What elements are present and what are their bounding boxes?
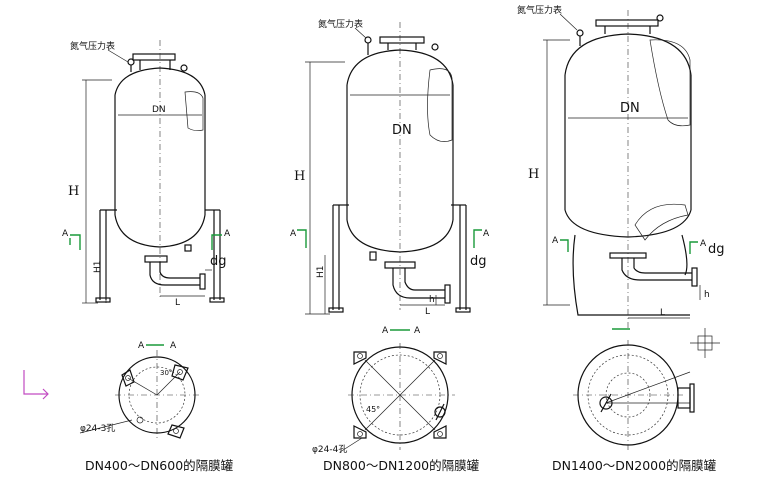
tank-2-h-small-label: h [429, 295, 435, 305]
tank-1-section-title-a2: A [170, 341, 177, 351]
tank-3-gauge-label: 氮气压力表 [517, 4, 562, 16]
tank-3-h-small-label: h [704, 290, 710, 300]
axis-marker-icon [23, 370, 49, 400]
tank-3-section-a-right: A [700, 239, 707, 249]
tank-2-l-label: L [425, 307, 430, 317]
tank-1-section-a-right: A [224, 229, 231, 239]
tank-1-plan-view [115, 344, 200, 439]
tank-1-h1-label: H1 [93, 261, 103, 274]
tank-1-dg-label: dg [210, 254, 227, 269]
tank-2-elevation [297, 22, 482, 315]
tank-2-dn-label: DN [392, 123, 412, 138]
tank-2-plan-view [348, 329, 455, 450]
tank-3-caption: DN1400～DN2000的隔膜罐 [552, 458, 717, 473]
tank-2-caption: DN800～DN1200的隔膜罐 [323, 458, 480, 473]
tank-3-h-label: H [528, 167, 539, 182]
tank-1-caption: DN400～DN600的隔膜罐 [85, 458, 234, 473]
tank-2-section-a-left: A [290, 229, 297, 239]
tank-2-dg-label: dg [470, 254, 487, 269]
tank-3-dn-label: DN [620, 101, 640, 116]
tank-2-section-title-a2: A [414, 326, 421, 336]
tank-2-h1-label: H1 [316, 266, 326, 279]
tank-2-h-label: H [294, 169, 305, 184]
tank-1-l-label: L [175, 298, 180, 308]
tank-1-gauge-label: 氮气压力表 [70, 40, 115, 52]
tank-3-section-a-left: A [552, 236, 559, 246]
tank-2-section-a-right: A [483, 229, 490, 239]
tank-1-elevation [69, 40, 225, 304]
tank-1-section-a-left: A [62, 229, 69, 239]
tank-1-angle-label: 30° [160, 369, 172, 377]
tank-2-hole-label: φ24-4孔 [312, 444, 347, 455]
tank-2-section-title-a1: A [382, 326, 389, 336]
tank-2-angle-label: 45° [366, 405, 380, 414]
tank-1-dn-label: DN [152, 105, 166, 115]
tank-3-dg-label: dg [708, 242, 725, 257]
tank-3-elevation [543, 10, 701, 330]
tank-3-l-label: L [660, 308, 665, 318]
tank-3-plan-view [573, 328, 720, 450]
tank-2-gauge-label: 氮气压力表 [318, 18, 363, 30]
tank-1-section-title-a1: A [138, 341, 145, 351]
tank-1-h-label: H [68, 184, 79, 199]
